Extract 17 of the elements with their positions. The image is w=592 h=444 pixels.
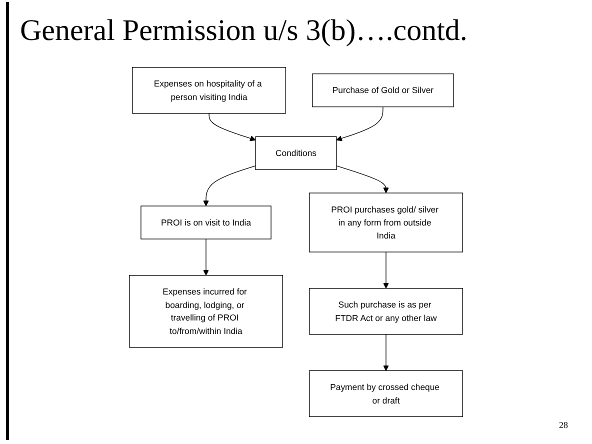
arrow — [383, 334, 389, 371]
arrow — [208, 113, 256, 142]
node-box: PROI is on visit to India — [140, 206, 272, 240]
arrow — [203, 166, 256, 206]
node-box: Purchase of Gold or Silver — [312, 74, 454, 108]
arrow — [383, 252, 389, 289]
arrow — [336, 106, 384, 142]
node-box: PROI purchases gold/ silver in any form from outside India — [309, 192, 463, 252]
arrow — [336, 166, 389, 194]
node-box: Such purchase is as per FTDR Act or any other law — [309, 288, 463, 335]
node-box: Payment by crossed cheque or draft — [309, 370, 463, 417]
page-number: 28 — [559, 420, 568, 430]
arrow — [203, 238, 209, 276]
node-box: Expenses incurred for boarding, lodging, or travelling of PROI to/from/within India — [129, 275, 283, 348]
node-box: Conditions — [255, 136, 337, 170]
node-box: Expenses on hospitality of a person visiting India — [132, 67, 286, 114]
slide-title: General Permission u/s 3(b)….contd. — [20, 14, 468, 48]
